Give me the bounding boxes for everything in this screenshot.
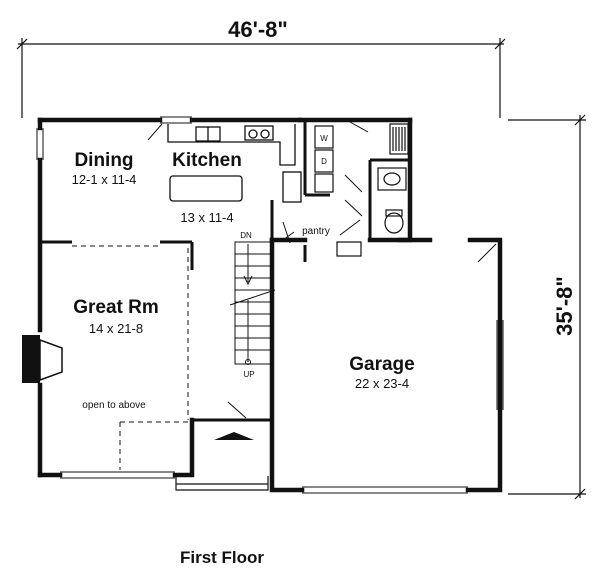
washer-label: W (320, 134, 328, 143)
depth-dimension (508, 114, 586, 500)
left-window (36, 128, 44, 160)
pantry-landing (336, 241, 362, 257)
stairs-down-label: DN (240, 231, 252, 240)
fireplace (22, 335, 63, 383)
great-room-name: Great Rm (73, 297, 159, 318)
garage-size: 22 x 23-4 (355, 376, 409, 391)
kitchen-size: 13 x 11-4 (180, 210, 233, 225)
staircase (229, 241, 276, 365)
great-room-note: open to above (82, 400, 146, 411)
stairs-up-label: UP (243, 370, 254, 379)
top-window (160, 116, 192, 124)
dashed-lines (72, 245, 189, 470)
dryer-label: D (321, 157, 327, 166)
dining-size: 12-1 x 11-4 (72, 172, 137, 187)
exterior-walls (37, 117, 503, 493)
pantry-arrow (282, 231, 295, 241)
width-dimension (16, 38, 506, 118)
width-dimension-label: 46'-8" (228, 17, 288, 42)
kitchen-name: Kitchen (172, 150, 242, 171)
laundry (314, 125, 334, 193)
garage-name: Garage (349, 354, 414, 375)
entry (175, 476, 269, 491)
depth-dimension-label: 35'-8" (552, 276, 577, 336)
door-swings (147, 121, 497, 419)
bottom-window (60, 471, 175, 479)
dining-name: Dining (74, 150, 133, 171)
great-room-size: 14 x 21-8 (89, 321, 143, 336)
bath-fixtures (377, 123, 409, 234)
floor-caption: First Floor (180, 548, 264, 567)
entry-triangle (214, 432, 254, 440)
pantry-label: pantry (302, 226, 330, 237)
garage-door (302, 486, 468, 494)
kitchen-counters (167, 124, 302, 203)
garage-window (496, 320, 504, 410)
interior-walls (40, 120, 410, 422)
